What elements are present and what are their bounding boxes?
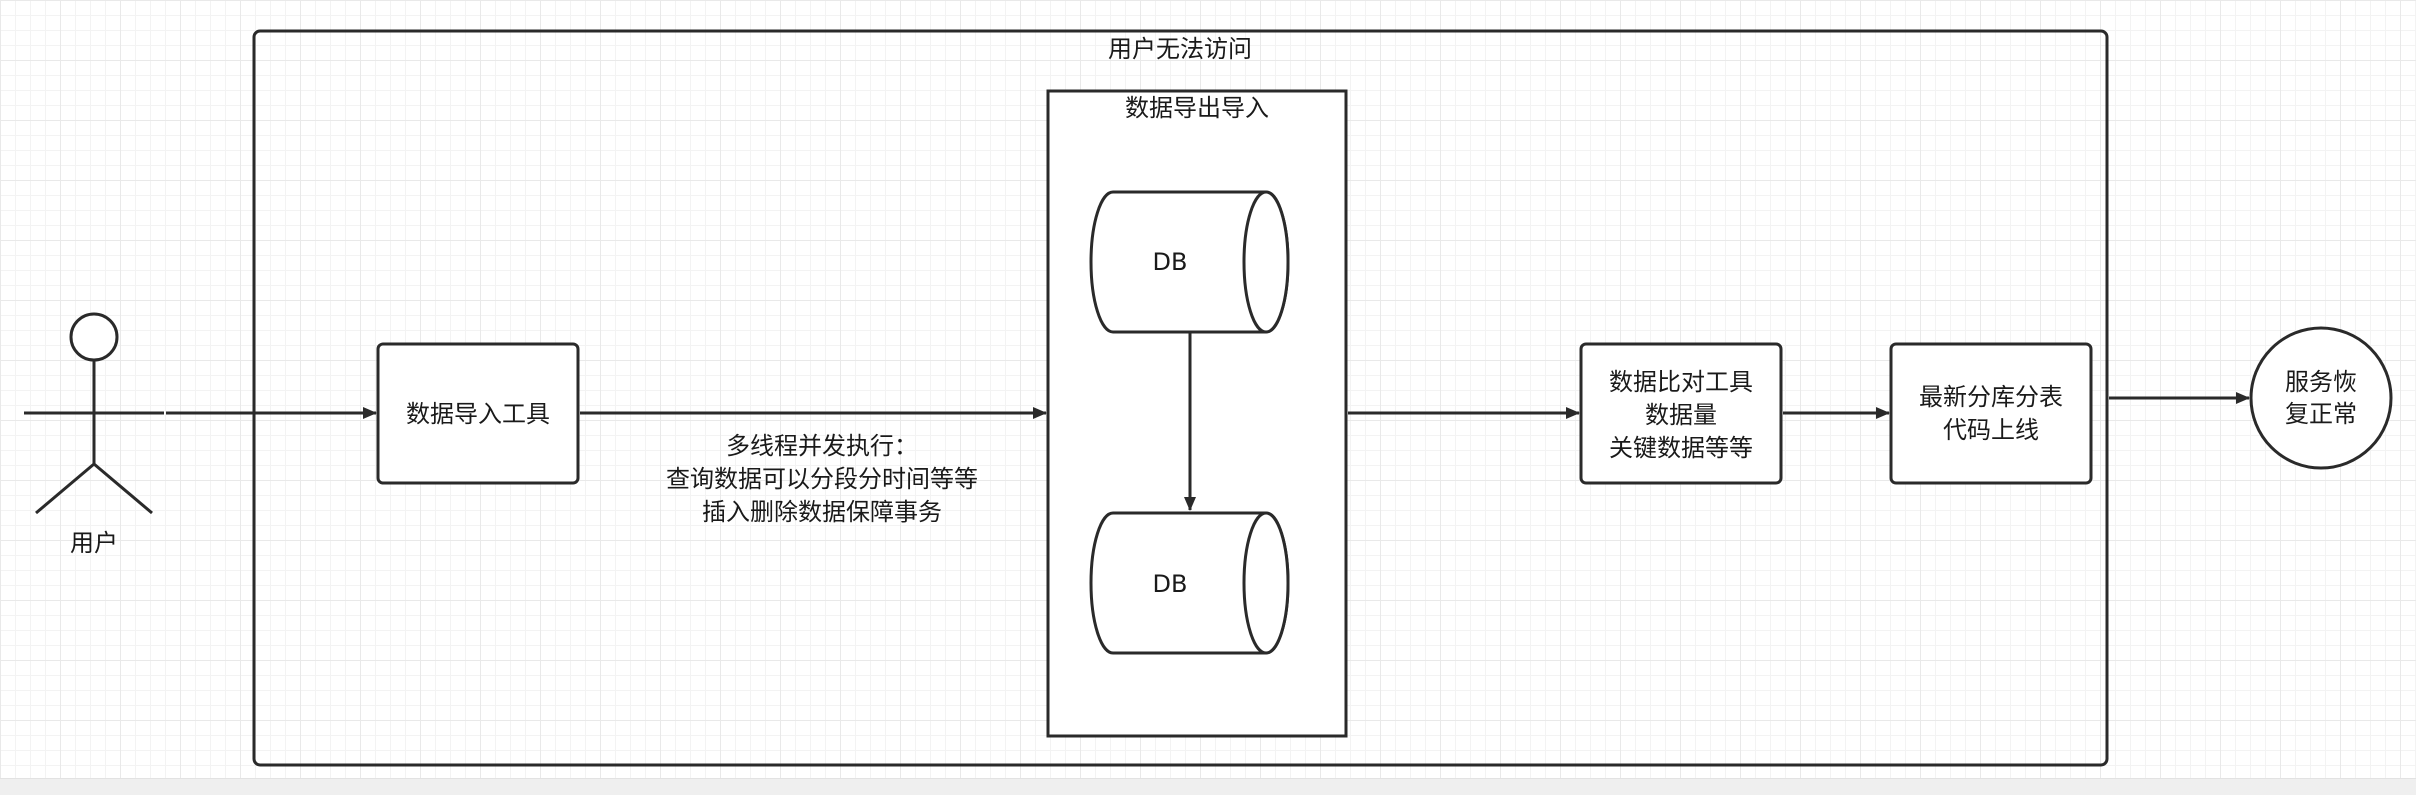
service-restored-line-2: 复正常 — [2285, 400, 2357, 428]
service-restored-node[interactable]: 服务恢 复正常 — [2249, 326, 2393, 470]
compare-tool-line-3: 关键数据等等 — [1609, 434, 1753, 462]
diagram-canvas: 用户无法访问 数据导出导入 用户 数据导入工具 多线程并发执行： 查询数据可以分… — [0, 0, 2416, 778]
db-source-node[interactable]: DB — [1089, 190, 1290, 334]
import-tool-node[interactable]: 数据导入工具 — [376, 342, 580, 485]
edge-note-line-2: 查询数据可以分段分时间等等 — [666, 465, 978, 493]
inner-container-title: 数据导出导入 — [1125, 94, 1269, 122]
bottom-bar — [0, 778, 2416, 795]
compare-tool-line-1: 数据比对工具 — [1609, 368, 1753, 396]
edge-note-line-3: 插入删除数据保障事务 — [702, 498, 942, 526]
actor-left-leg — [35, 462, 95, 515]
import-tool-label: 数据导入工具 — [406, 400, 550, 428]
actor-user[interactable]: 用户 — [24, 312, 164, 557]
db-source-label: DB — [1153, 248, 1188, 276]
compare-tool-node[interactable]: 数据比对工具 数据量 关键数据等等 — [1579, 342, 1783, 485]
compare-tool-line-2: 数据量 — [1645, 401, 1717, 429]
db-target-label: DB — [1153, 570, 1188, 598]
diagram-svg: 用户无法访问 数据导出导入 用户 数据导入工具 多线程并发执行： 查询数据可以分… — [24, 29, 2393, 767]
deploy-line-1: 最新分库分表 — [1919, 383, 2063, 411]
db-target-node[interactable]: DB — [1089, 511, 1290, 655]
deploy-line-2: 代码上线 — [1943, 416, 2039, 444]
outer-container[interactable]: 用户无法访问 — [252, 29, 2109, 767]
actor-head — [69, 312, 119, 362]
edge-note-line-1: 多线程并发执行： — [726, 432, 918, 460]
service-restored-line-1: 服务恢 — [2285, 368, 2357, 396]
outer-container-title: 用户无法访问 — [1108, 35, 1252, 63]
edge-note: 多线程并发执行： 查询数据可以分段分时间等等 插入删除数据保障事务 — [666, 432, 978, 526]
deploy-node[interactable]: 最新分库分表 代码上线 — [1889, 342, 2093, 485]
actor-label: 用户 — [70, 529, 118, 557]
actor-right-leg — [93, 462, 153, 515]
